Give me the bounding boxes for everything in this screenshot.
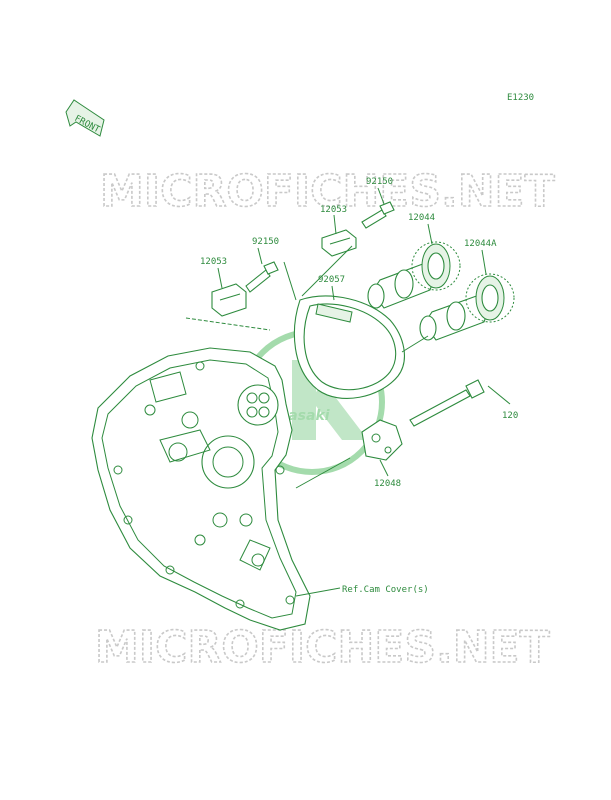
callout-12053-top: 12053 <box>320 205 347 215</box>
guide-12053-top <box>321 229 357 257</box>
camshaft-12044A <box>419 273 515 341</box>
bolt-92150-top <box>361 201 395 229</box>
callout-12053-left: 12053 <box>200 257 227 267</box>
tensioner-12048 <box>361 419 403 461</box>
callout-120: 120 <box>502 411 518 421</box>
watermark-bottom: MICROFICHES.NET <box>95 622 550 673</box>
callout-92057: 92057 <box>318 275 345 285</box>
crankcase-housing <box>91 347 311 631</box>
camshaft-12044 <box>367 241 461 309</box>
leader-lines <box>185 187 511 597</box>
callout-12044A: 12044A <box>464 239 497 249</box>
diagram-code: E1230 <box>507 93 534 103</box>
callout-ref-cam-cover: Ref.Cam Cover(s) <box>342 585 429 595</box>
watermark-top: MICROFICHES.NET <box>100 166 555 217</box>
cam-chain-92057 <box>293 295 405 399</box>
callout-12048: 12048 <box>374 479 401 489</box>
chain-link-detail <box>315 303 353 323</box>
callout-92150-left: 92150 <box>252 237 279 247</box>
bolt-120 <box>409 379 485 427</box>
guide-12053-left <box>211 283 247 317</box>
callout-92150-top: 92150 <box>366 177 393 187</box>
bolt-92150-left <box>245 261 279 293</box>
front-arrow-icon: FRONT <box>65 99 105 137</box>
callout-12044: 12044 <box>408 213 435 223</box>
